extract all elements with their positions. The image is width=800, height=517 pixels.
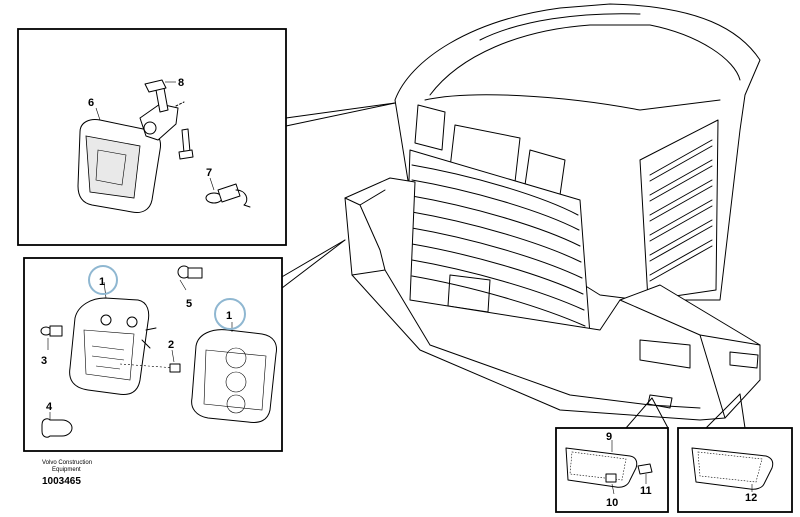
side-vents (649, 139, 713, 282)
machine-front-illustration (344, 3, 761, 421)
callout-3: 3 (41, 355, 47, 367)
brand-line-2: Equipment (52, 467, 81, 473)
highlight-ring-1b (214, 298, 246, 330)
bulb-5 (177, 265, 203, 279)
leader-lines (279, 102, 746, 429)
bulb-7 (205, 183, 251, 208)
callout-10: 10 (606, 497, 618, 509)
callout-11: 11 (640, 485, 652, 497)
highlight-ring-1a (88, 265, 118, 295)
screw-11 (637, 463, 653, 475)
callout-2: 2 (168, 339, 174, 351)
lamp-lens (191, 329, 277, 423)
detail-box-rear-lamp: 1 1 2 3 4 5 (23, 257, 283, 452)
lamp-base (69, 297, 150, 395)
callout-5: 5 (186, 298, 192, 310)
front-grille (404, 149, 591, 336)
callout-9: 9 (606, 431, 612, 443)
callout-7: 7 (206, 167, 212, 179)
screw-10 (605, 473, 617, 483)
bulb-3 (40, 325, 63, 337)
bolt (181, 128, 191, 154)
document-number: 1003465 (42, 476, 81, 487)
callout-8: 8 (178, 77, 184, 89)
detail-box-work-light: 8 6 7 (17, 28, 287, 246)
side-reflector-left (565, 447, 638, 488)
footer-branding: Volvo Construction Equipment 1003465 (42, 460, 92, 487)
screw-2 (169, 363, 181, 373)
bulb-4 (41, 418, 73, 438)
callout-4: 4 (46, 401, 53, 413)
callout-6: 6 (88, 97, 94, 109)
detail-box-reflector-screws: 9 10 11 (555, 427, 669, 513)
callout-1-base: 1 (99, 276, 105, 288)
callout-1-lens: 1 (226, 310, 232, 322)
brand-line-1: Volvo Construction (42, 460, 92, 466)
detail-box-reflector: 12 (677, 427, 793, 513)
callout-12: 12 (745, 492, 757, 504)
nut-8 (144, 79, 167, 93)
